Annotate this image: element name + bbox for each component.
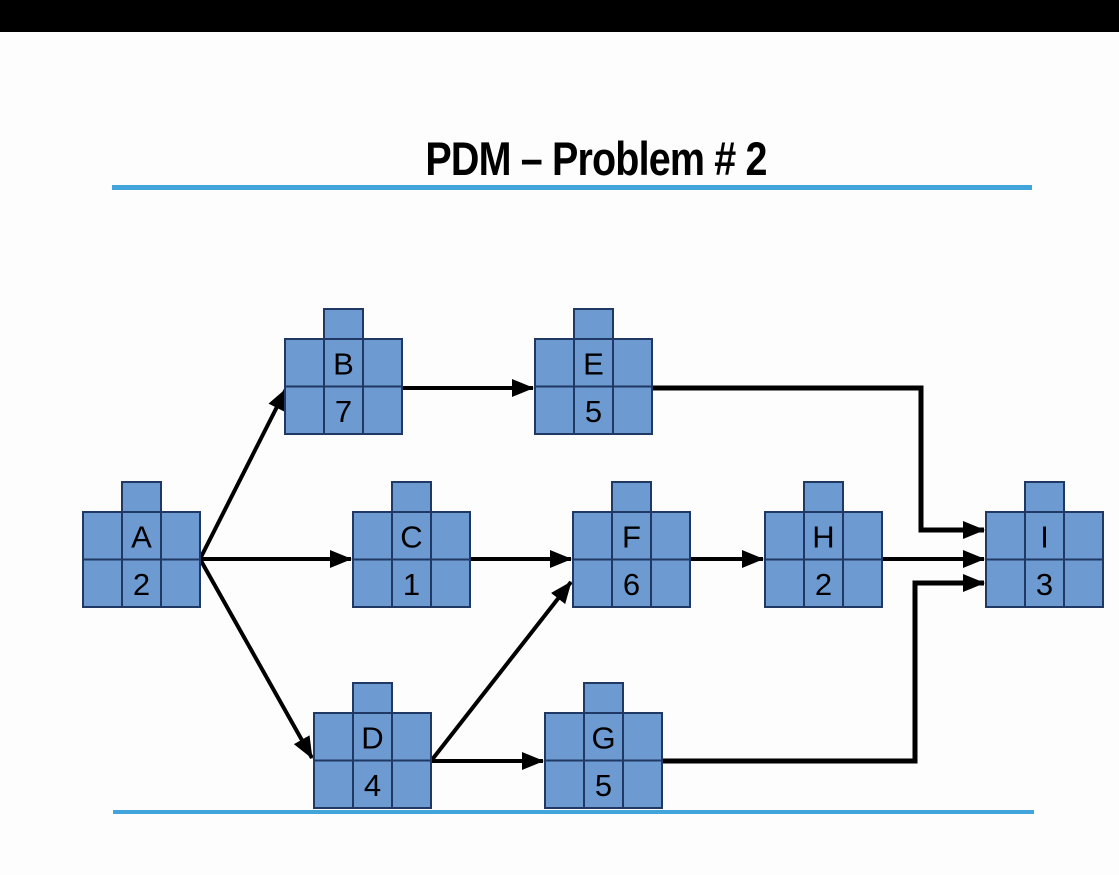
node-B-tab-cell (323, 308, 364, 340)
node-I: I3 (985, 481, 1104, 608)
node-F-activity-label: F (622, 519, 641, 554)
node-B-cell-r1c0 (284, 385, 325, 435)
node-F-cell-r1c0 (572, 558, 613, 608)
node-D: D4 (313, 682, 432, 809)
node-A-cell-r1c2 (160, 558, 201, 608)
node-H-tab-cell (803, 481, 844, 513)
node-F-cell-r1c1 (611, 558, 652, 608)
node-H-activity-label: H (812, 519, 834, 554)
edges-layer (198, 379, 985, 770)
node-D-activity-label: D (361, 720, 383, 755)
node-I-cell-r1c1 (1024, 558, 1065, 608)
node-A-activity-label: A (131, 519, 152, 554)
edge-E-I (652, 385, 985, 539)
slide-title: PDM – Problem # 2 (425, 132, 767, 185)
node-G-cell-r1c1 (583, 759, 624, 809)
node-D-cell-r1c0 (313, 759, 354, 809)
edge-D-F (429, 580, 573, 763)
node-H-duration-label: 2 (815, 567, 832, 602)
node-A-cell-r0c0 (82, 511, 123, 561)
node-D-cell-r0c1 (352, 712, 393, 762)
node-A-duration-label: 2 (133, 567, 150, 602)
node-A-cell-r0c2 (160, 511, 201, 561)
node-D-cell-r1c2 (391, 759, 432, 809)
top-black-bar (0, 0, 1119, 32)
node-C-cell-r0c2 (430, 511, 471, 561)
node-D-cell-r1c1 (352, 759, 393, 809)
node-G-cell-r1c0 (544, 759, 585, 809)
node-G-tab-cell (583, 682, 624, 714)
node-B-cell-r1c2 (362, 385, 403, 435)
node-E-cell-r0c2 (612, 338, 653, 388)
node-F: F6 (572, 481, 691, 608)
node-I-tab-cell (1024, 481, 1065, 513)
node-F-cell-r0c2 (650, 511, 691, 561)
edge-A-B (198, 388, 288, 560)
node-I-activity-label: I (1040, 519, 1049, 554)
node-A-cell-r1c1 (121, 558, 162, 608)
node-H-cell-r1c0 (764, 558, 805, 608)
node-C-duration-label: 1 (403, 567, 420, 602)
node-C-cell-r1c2 (430, 558, 471, 608)
node-B-cell-r0c0 (284, 338, 325, 388)
node-A: A2 (82, 481, 201, 608)
node-H: H2 (764, 481, 883, 608)
node-H-cell-r0c0 (764, 511, 805, 561)
node-E-activity-label: E (583, 346, 604, 381)
node-A-tab-cell (121, 481, 162, 513)
node-E-cell-r1c0 (534, 385, 575, 435)
node-H-cell-r1c2 (842, 558, 883, 608)
node-B-cell-r0c2 (362, 338, 403, 388)
bottom-accent-line (113, 810, 1034, 814)
node-E: E5 (534, 308, 653, 435)
node-G-activity-label: G (591, 720, 615, 755)
node-I-cell-r1c2 (1063, 558, 1104, 608)
node-B-duration-label: 7 (335, 394, 352, 429)
node-E-tab-cell (573, 308, 614, 340)
node-G: G5 (544, 682, 663, 809)
node-C-cell-r1c0 (352, 558, 393, 608)
node-C: C1 (352, 481, 471, 608)
node-B: B7 (284, 308, 403, 435)
node-C-tab-cell (391, 481, 432, 513)
node-I-duration-label: 3 (1036, 567, 1053, 602)
node-F-tab-cell (611, 481, 652, 513)
node-H-cell-r0c2 (842, 511, 883, 561)
edge-A-D (198, 558, 314, 759)
node-E-cell-r0c0 (534, 338, 575, 388)
node-F-cell-r1c2 (650, 558, 691, 608)
node-I-cell-r0c0 (985, 511, 1026, 561)
node-E-duration-label: 5 (585, 394, 602, 429)
node-H-cell-r1c1 (803, 558, 844, 608)
edge-G-I (662, 574, 985, 764)
node-F-duration-label: 6 (623, 567, 640, 602)
node-D-cell-r0c2 (391, 712, 432, 762)
node-G-duration-label: 5 (595, 768, 612, 803)
node-A-cell-r1c0 (82, 558, 123, 608)
node-B-activity-label: B (333, 346, 354, 381)
node-G-cell-r0c2 (622, 712, 663, 762)
node-H-cell-r0c1 (803, 511, 844, 561)
node-C-activity-label: C (400, 519, 422, 554)
node-C-cell-r0c0 (352, 511, 393, 561)
node-D-tab-cell (352, 682, 393, 714)
node-D-cell-r0c0 (313, 712, 354, 762)
node-G-cell-r0c0 (544, 712, 585, 762)
node-B-cell-r1c1 (323, 385, 364, 435)
node-E-cell-r1c2 (612, 385, 653, 435)
title-underline (112, 185, 1032, 190)
node-I-cell-r1c0 (985, 558, 1026, 608)
node-D-duration-label: 4 (364, 768, 381, 803)
node-F-cell-r0c0 (572, 511, 613, 561)
node-G-cell-r1c2 (622, 759, 663, 809)
node-I-cell-r0c2 (1063, 511, 1104, 561)
